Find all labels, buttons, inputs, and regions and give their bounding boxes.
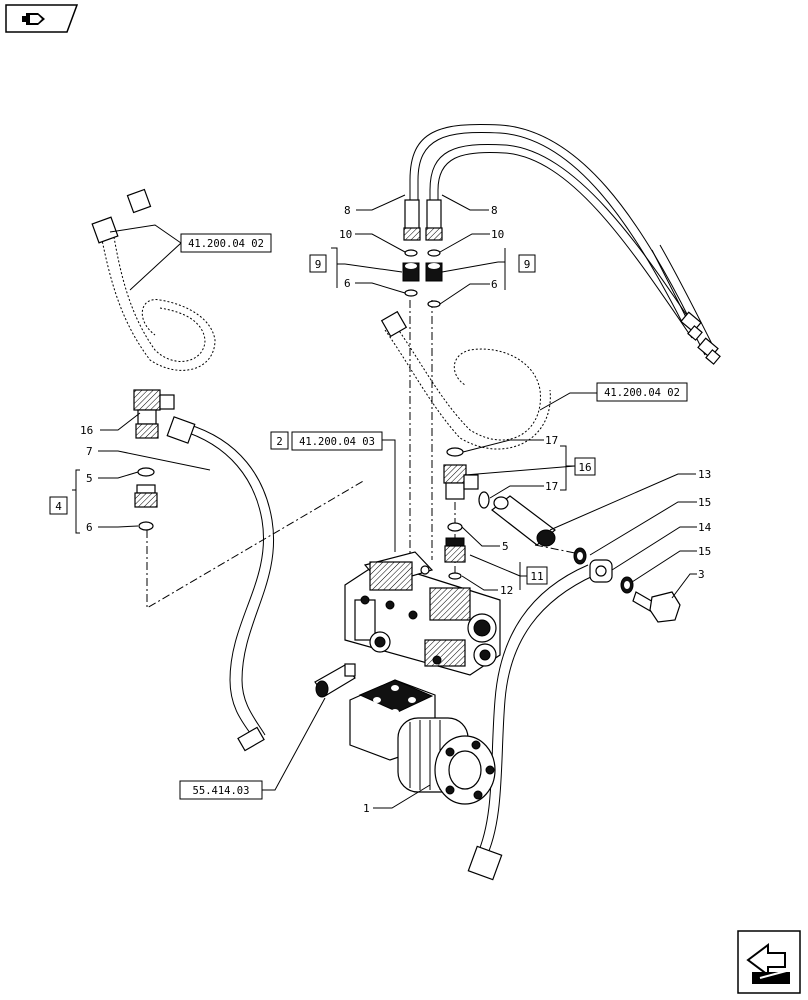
o-ring-5-right xyxy=(447,522,463,532)
callout-13: 13 xyxy=(698,468,711,481)
pressure-sensor xyxy=(314,663,356,698)
o-ring-6-left xyxy=(138,521,154,531)
ref-index-valve-block: 2 xyxy=(276,436,282,448)
callout-5-right: 5 xyxy=(502,540,509,553)
callout-16: 16 xyxy=(80,424,93,437)
ref-text-hose-right: 41.200.04 02 xyxy=(604,387,680,399)
ref-text-sensor: 55.414.03 xyxy=(193,785,250,797)
callout-12: 12 xyxy=(500,584,513,597)
callout-17-bottom: 17 xyxy=(545,480,558,493)
callout-10-left: 10 xyxy=(339,228,352,241)
leader-lines xyxy=(72,194,697,809)
nav-next-badge[interactable] xyxy=(737,930,801,994)
boxed-16-text: 16 xyxy=(578,461,591,474)
valve-block xyxy=(344,551,501,676)
boxed-9-left-text: 9 xyxy=(315,258,322,271)
tee-fitting-16-right xyxy=(443,464,479,500)
ref-text-valve-block: 41.200.04 03 xyxy=(299,436,375,448)
callout-numbers: 16 7 5 6 8 10 6 8 10 6 17 17 5 12 13 15 … xyxy=(80,204,712,815)
pressure-hose-right xyxy=(467,559,613,881)
ref-box-hose-left[interactable]: 41.200.04 02 xyxy=(180,233,272,253)
callout-5-left: 5 xyxy=(86,472,93,485)
arrow-page-icon xyxy=(746,943,791,984)
boxed-item-16: 16 xyxy=(574,457,596,476)
return-hose-pair xyxy=(409,123,721,365)
callout-15-upper: 15 xyxy=(698,496,711,509)
callout-14: 14 xyxy=(698,521,712,534)
o-ring-12 xyxy=(448,572,462,580)
boxed-item-9-left: 9 xyxy=(309,254,327,273)
callout-10-right: 10 xyxy=(491,228,504,241)
check-valve-13 xyxy=(491,495,556,547)
callout-7: 7 xyxy=(86,445,93,458)
phantom-hose-left xyxy=(91,188,216,371)
ref-text-hose-left: 41.200.04 02 xyxy=(188,238,264,250)
washer-15-left xyxy=(573,547,587,565)
adapter-4 xyxy=(134,484,158,508)
ref-box-hose-right[interactable]: 41.200.04 02 xyxy=(596,382,688,402)
boxed-item-11: 11 xyxy=(526,566,548,585)
boxed-item-4: 4 xyxy=(49,496,68,515)
callout-3: 3 xyxy=(698,568,705,581)
callout-8-left: 8 xyxy=(344,204,351,217)
callout-15-lower: 15 xyxy=(698,545,711,558)
hand-pointer-icon xyxy=(22,13,45,25)
ref-box-sensor[interactable]: 55.414.03 xyxy=(179,780,263,800)
boxed-11-text: 11 xyxy=(530,570,543,583)
callout-1: 1 xyxy=(363,802,370,815)
callout-6-left: 6 xyxy=(86,521,93,534)
bolt-3 xyxy=(632,591,681,623)
pressure-hose-7 xyxy=(166,416,274,752)
o-rings-10 xyxy=(404,249,441,257)
boxed-item-9-right: 9 xyxy=(518,254,536,273)
adapters-9 xyxy=(402,262,443,282)
callout-17-top: 17 xyxy=(545,434,558,447)
callout-6-top-right: 6 xyxy=(491,278,498,291)
o-ring-17-side xyxy=(478,491,490,509)
o-ring-5-left xyxy=(137,467,155,477)
callout-8-right: 8 xyxy=(491,204,498,217)
phantom-hose-right xyxy=(380,310,551,450)
boxed-4-text: 4 xyxy=(55,500,62,513)
steering-motor-1 xyxy=(349,679,496,805)
adapter-11 xyxy=(444,537,466,563)
center-lines xyxy=(146,300,586,609)
nav-previous-badge[interactable] xyxy=(5,4,79,33)
o-ring-17-top xyxy=(446,447,464,457)
hose-ends-8 xyxy=(403,199,443,241)
tee-fitting-16-left xyxy=(133,389,175,439)
boxed-9-right-text: 9 xyxy=(524,258,531,271)
washer-15-right xyxy=(620,576,634,594)
ref-box-valve-block[interactable]: 2 41.200.04 03 xyxy=(270,431,383,451)
callout-6-top-left: 6 xyxy=(344,277,351,290)
